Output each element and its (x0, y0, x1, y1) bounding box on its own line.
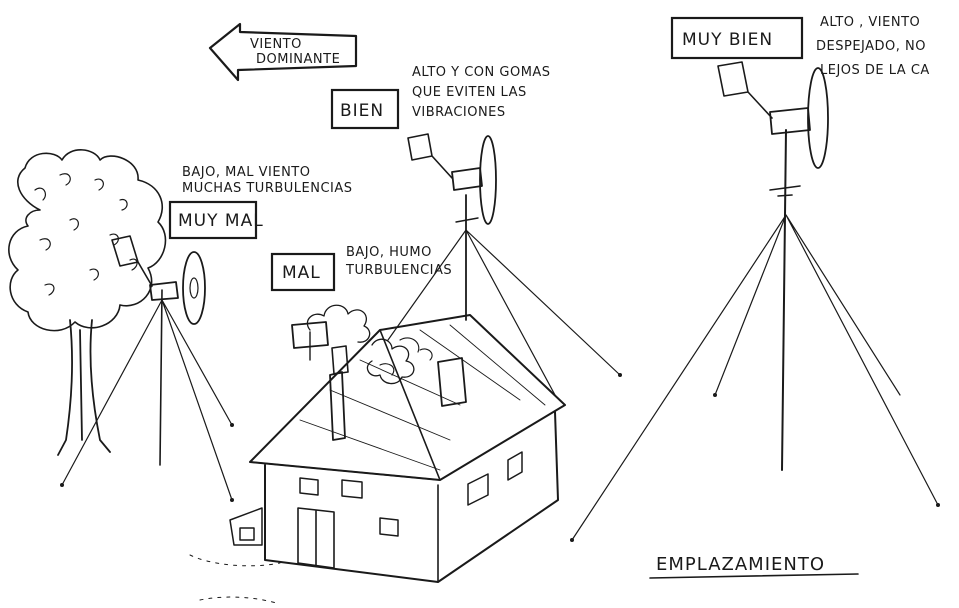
house (230, 305, 565, 582)
tower-mal (292, 322, 328, 360)
ground-marks (190, 555, 280, 604)
note-muy-mal-line2: MUCHAS TURBULENCIAS (182, 181, 353, 196)
tower-muy-mal (60, 236, 234, 502)
wind-direction-arrow: VIENTO DOMINANTE (210, 24, 356, 80)
wind-label-line1: VIENTO (250, 37, 302, 52)
placement-mal: MAL BAJO, HUMO TURBULENCIAS (272, 245, 452, 290)
note-bien-line2: QUE EVITEN LAS (412, 85, 527, 100)
note-muy-mal-line1: BAJO, MAL VIENTO (182, 165, 310, 180)
rating-muy-bien: MUY BIEN (682, 30, 773, 50)
placement-muy-bien: MUY BIEN ALTO , VIENTO DESPEJADO, NO LEJ… (672, 15, 930, 78)
note-bien-line1: ALTO Y CON GOMAS (412, 65, 551, 80)
note-muy-bien-line2: DESPEJADO, NO (816, 39, 926, 54)
rating-bien: BIEN (340, 101, 384, 121)
note-mal-line2: TURBULENCIAS (345, 263, 452, 278)
caption: EMPLAZAMIENTO (650, 554, 858, 578)
wind-label-line2: DOMINANTE (256, 52, 340, 67)
note-muy-bien-line3: LEJOS DE LA CA (820, 63, 930, 78)
rating-muy-mal: MUY MAL (178, 211, 264, 231)
placement-bien: BIEN ALTO Y CON GOMAS QUE EVITEN LAS VIB… (332, 65, 551, 128)
tree (9, 150, 166, 455)
note-muy-bien-line1: ALTO , VIENTO (820, 15, 920, 30)
tower-muy-bien (570, 62, 940, 542)
rating-mal: MAL (282, 263, 321, 283)
note-bien-line3: VIBRACIONES (412, 105, 506, 120)
note-mal-line1: BAJO, HUMO (346, 245, 432, 260)
placement-muy-mal: BAJO, MAL VIENTO MUCHAS TURBULENCIAS MUY… (170, 165, 353, 238)
caption-text: EMPLAZAMIENTO (656, 554, 825, 575)
